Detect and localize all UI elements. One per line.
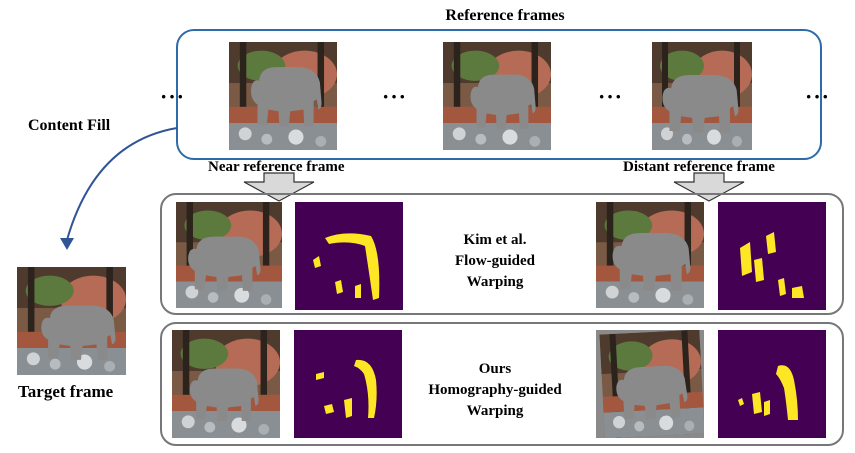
kim-near-warped-frame [176,202,282,308]
ours-near-warped-frame [172,330,280,438]
ours-distant-warped-frame [596,330,704,438]
content-fill-arrow [60,127,178,250]
reference-frame-1 [229,42,337,150]
near-reference-down-arrow [243,172,315,202]
target-frame-image [17,267,126,375]
ours-method-line-1: Ours [478,361,512,377]
reference-frame-2 [443,42,551,150]
reference-frame-3 [652,42,752,150]
ours-method-line-2: Homography-guided [428,382,562,398]
kim-method-line-3: Warping [466,274,524,290]
ellipsis-middle-1: ··· [382,84,408,109]
distant-reference-down-arrow [673,172,745,202]
ours-near-error-mask [294,330,402,438]
target-frame-label: Target frame [18,382,114,401]
ellipsis-middle-2: ··· [598,84,624,109]
near-reference-label: Near reference frame [208,159,345,175]
kim-method-title: Kim et al. Flow-guided Warping [420,230,570,293]
ours-distant-error-mask [718,330,826,438]
reference-frames-box [176,29,822,160]
content-fill-label: Content Fill [28,117,111,134]
ellipsis-left: ··· [160,84,186,109]
ours-method-line-3: Warping [466,403,524,419]
kim-near-error-mask [295,202,403,310]
ours-method-row [160,322,844,446]
ours-method-title: Ours Homography-guided Warping [410,359,580,422]
kim-distant-warped-frame [596,202,704,308]
reference-frames-title: Reference frames [445,7,565,24]
distant-reference-label: Distant reference frame [623,159,775,175]
kim-distant-error-mask [718,202,826,310]
kim-method-line-2: Flow-guided [454,253,535,269]
kim-method-line-1: Kim et al. [463,232,527,248]
ellipsis-right: ··· [805,84,831,109]
kim-method-row [160,193,844,315]
